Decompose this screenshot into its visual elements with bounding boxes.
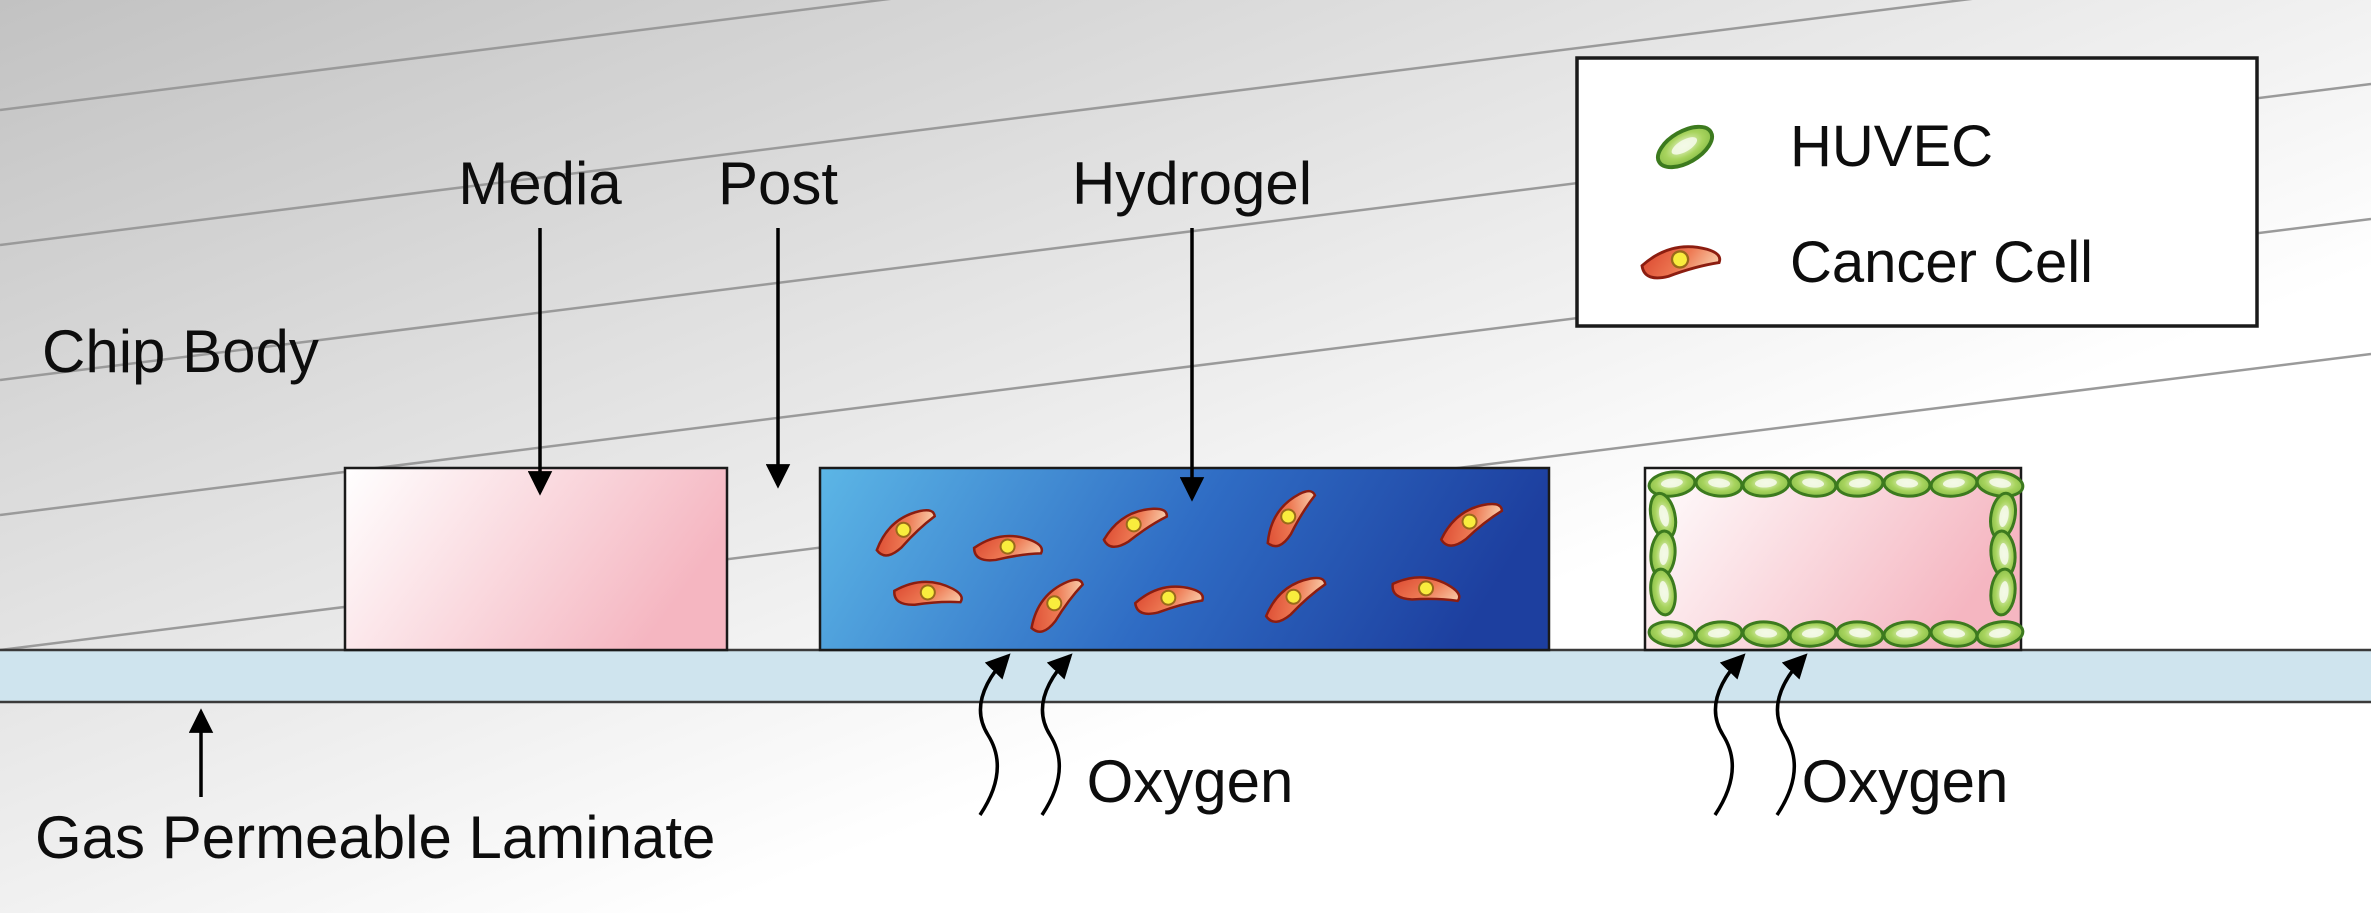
legend: HUVEC Cancer Cell xyxy=(1575,56,2259,328)
oxygen-label-huvec: Oxygen xyxy=(1802,748,2009,815)
chip-body-label: Chip Body xyxy=(42,318,319,385)
post-label: Post xyxy=(718,150,838,217)
media-label: Media xyxy=(458,150,622,217)
oxygen-arrow xyxy=(978,653,1011,816)
oxygen-arrow xyxy=(1713,653,1746,816)
legend-huvec-label: HUVEC xyxy=(1790,114,1993,179)
label-arrows xyxy=(188,228,1205,797)
oxygen-arrows xyxy=(978,653,1808,816)
oxygen-label-hydrogel: Oxygen xyxy=(1087,748,1294,815)
hydrogel-label: Hydrogel xyxy=(1072,150,1312,217)
oxygen-arrow xyxy=(1775,653,1808,816)
oxygen-arrow xyxy=(1040,653,1073,816)
chip-edge-line xyxy=(0,0,892,112)
gas-permeable-laminate-strip xyxy=(0,648,2371,704)
gas-permeable-laminate-label: Gas Permeable Laminate xyxy=(35,804,715,871)
legend-box xyxy=(1575,56,2259,328)
huvec-chamber xyxy=(1643,466,2023,652)
chip-edge-line xyxy=(0,0,1973,247)
laminate-fill xyxy=(0,650,2371,702)
legend-cancer-cell-label: Cancer Cell xyxy=(1790,230,2093,295)
hydrogel-chamber xyxy=(818,466,1551,652)
media-chamber xyxy=(343,466,729,652)
